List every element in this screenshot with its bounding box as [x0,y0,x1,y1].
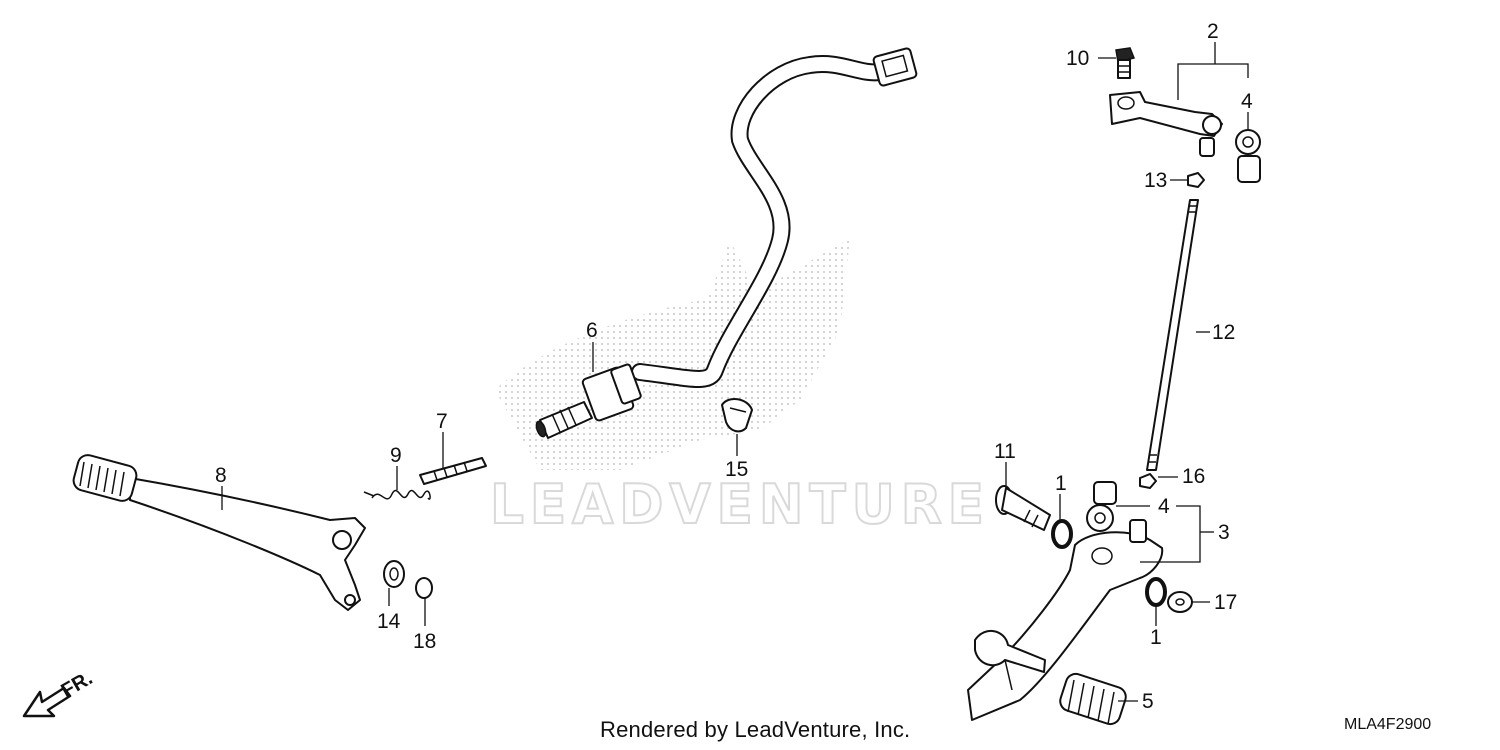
callout-17[interactable]: 17 [1214,591,1237,614]
nut-part-16[interactable] [1139,473,1157,489]
ball-joint-lower-part-4[interactable] [1086,481,1117,532]
callout-2[interactable]: 2 [1207,20,1219,43]
diagram-code: MLA4F2900 [1344,716,1432,733]
leader-lines [221,42,1249,702]
washer-part-14[interactable] [383,560,405,588]
watermark-logo: LEADVENTURE [489,238,990,537]
callout-5[interactable]: 5 [1142,690,1154,713]
seal-lower-part-1[interactable] [1145,577,1167,607]
callout-3[interactable]: 3 [1218,521,1230,544]
callout-10[interactable]: 10 [1066,47,1089,70]
bolt-part-10[interactable] [1115,47,1136,79]
pivot-bolt-part-11[interactable] [995,485,1051,531]
callout-18[interactable]: 18 [413,630,436,653]
pedal-arm-part-8[interactable] [71,453,366,611]
rod-part-12[interactable] [1146,199,1199,471]
callout-1-lower[interactable]: 1 [1150,626,1162,649]
callouts: 2 10 4 13 12 16 11 1 4 3 17 1 5 6 15 7 9… [215,20,1253,713]
callout-4-upper[interactable]: 4 [1241,90,1253,113]
callout-12[interactable]: 12 [1212,321,1235,344]
washer-part-17[interactable] [1167,591,1193,613]
return-spring-part-9[interactable] [363,489,431,500]
callout-11[interactable]: 11 [994,440,1016,463]
seal-upper-part-1[interactable] [1051,519,1073,549]
front-direction-arrow: FR. [22,667,96,718]
credit-text: Rendered by LeadVenture, Inc. [600,717,911,742]
callout-9[interactable]: 9 [390,444,402,467]
callout-14[interactable]: 14 [377,610,401,633]
ball-joint-upper-part-4[interactable] [1235,129,1261,183]
callout-15[interactable]: 15 [725,458,748,481]
brake-pedal-part-3[interactable] [967,519,1164,721]
switch-harness-part-6[interactable] [535,47,918,439]
clamp-part-15[interactable] [721,398,753,433]
watermark-text: LEADVENTURE [490,473,990,536]
pin-part-7[interactable] [419,457,487,485]
pedal-rubber-part-5[interactable] [1058,671,1129,726]
callout-7[interactable]: 7 [436,410,448,433]
callout-4-lower[interactable]: 4 [1158,495,1170,518]
nut-part-13[interactable] [1187,172,1205,188]
callout-16[interactable]: 16 [1182,465,1205,488]
callout-8[interactable]: 8 [215,464,227,487]
callout-1-upper[interactable]: 1 [1055,472,1067,495]
callout-13[interactable]: 13 [1144,169,1167,192]
arm-part-2[interactable] [1109,91,1223,157]
clip-part-18[interactable] [415,577,433,599]
callout-6[interactable]: 6 [586,319,598,342]
